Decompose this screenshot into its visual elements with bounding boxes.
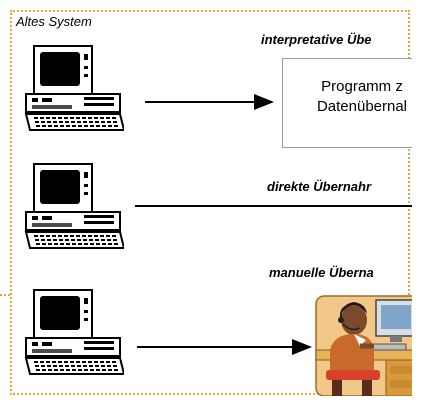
frame-connector — [0, 294, 10, 296]
row-1-label-clip: interpretative Übe — [255, 30, 410, 50]
computer-icon — [24, 162, 124, 252]
interpretative-transfer-label: interpretative Übe — [261, 32, 372, 47]
row-3-label-clip: manuelle Überna — [255, 263, 410, 283]
program-box-line2: Datenübernal — [316, 98, 408, 115]
old-system-label: Altes System — [16, 14, 92, 29]
program-box-line1: Programm z — [321, 78, 403, 95]
manual-transfer-label: manuelle Überna — [269, 265, 374, 280]
transfer-program-box: Programm z Datenübernal — [282, 58, 412, 148]
diagram-frame — [10, 10, 410, 395]
computer-icon — [24, 44, 124, 134]
program-box-clip: Programm z Datenübernal — [282, 58, 412, 148]
person-at-computer-icon — [310, 290, 412, 396]
direct-transfer-label: direkte Übernahr — [267, 179, 372, 194]
row-2-label-clip: direkte Übernahr — [255, 177, 410, 197]
computer-icon — [24, 288, 124, 378]
